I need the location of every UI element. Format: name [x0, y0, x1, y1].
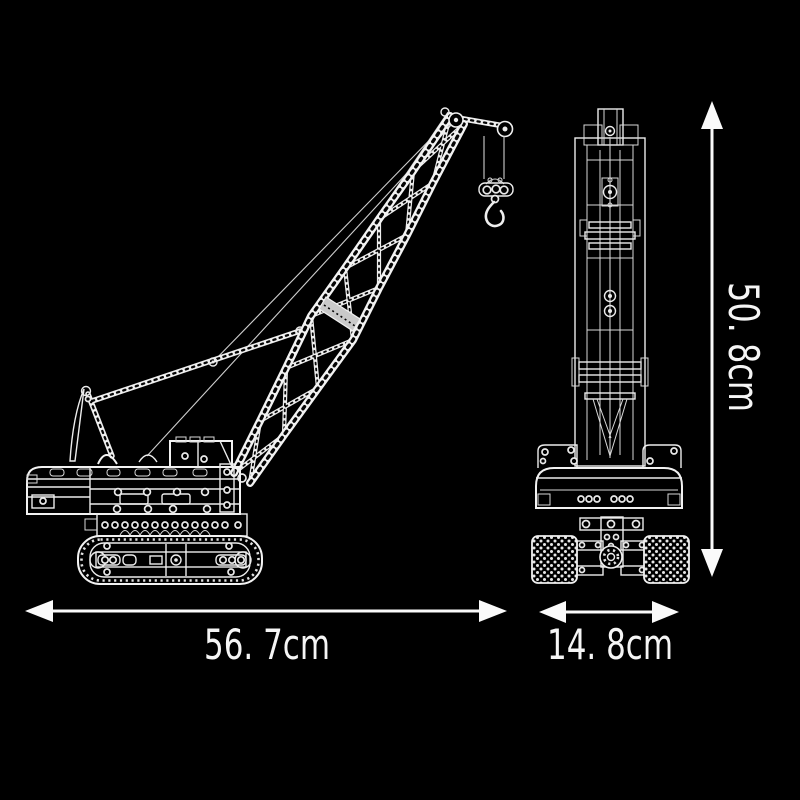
arrowhead-bottom: [701, 549, 723, 577]
dimension-width-side: 56. 7cm: [25, 600, 507, 669]
arrowhead-left: [539, 601, 566, 623]
crane-front-view: [531, 108, 690, 584]
track-frame-rollers: [101, 521, 242, 529]
left-track-front: [531, 535, 578, 584]
right-track-front: [643, 535, 690, 584]
front-width-label: 14. 8cm: [547, 620, 673, 669]
arrowhead-top: [701, 101, 723, 129]
dimension-height: 50. 8cm: [701, 101, 768, 577]
undercarriage-front: [531, 516, 690, 584]
boom-front: [571, 108, 649, 467]
arrowhead-right: [479, 600, 507, 622]
height-label: 50. 8cm: [719, 282, 768, 412]
side-width-label: 56. 7cm: [204, 620, 330, 669]
boom-head-and-hook: [440, 107, 514, 228]
arrowhead-right: [652, 601, 679, 623]
crawler-track-side: [77, 513, 263, 585]
arrowhead-left: [25, 600, 53, 622]
dimension-width-front: 14. 8cm: [539, 601, 679, 669]
hook-block: [478, 177, 514, 204]
crane-side-view: [26, 107, 514, 585]
crane-body-side: [26, 466, 241, 515]
hook-icon: [484, 200, 505, 228]
lattice-boom: [234, 116, 464, 483]
operator-cab: [169, 436, 235, 513]
rigging-cables: [146, 111, 454, 457]
crane-body-front: [535, 444, 683, 509]
